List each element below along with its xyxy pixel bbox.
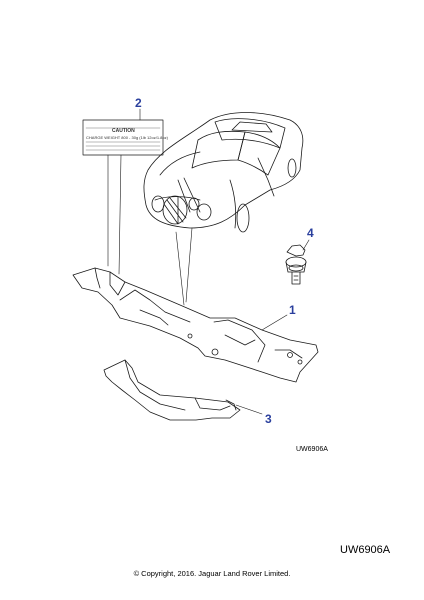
diagram-code-large: UW6906A — [340, 544, 391, 556]
caution-label-part — [82, 119, 164, 156]
fastener-clip-part — [285, 244, 307, 285]
copyright-notice: © Copyright, 2016. Jaguar Land Rover Lim… — [133, 569, 291, 578]
callout-part-4[interactable]: 4 — [307, 226, 314, 240]
diagram-code-small: UW6906A — [296, 446, 328, 453]
main-shield-panel — [72, 267, 319, 383]
vehicle-illustration — [143, 112, 304, 233]
caution-label-charge-weight: CHARGE WEIGHT 800 - 30g (1lb 12oz/1.8oz) — [86, 135, 168, 140]
lower-shield-panel — [103, 359, 241, 421]
caution-label-heading: CAUTION — [112, 128, 135, 134]
callout-part-1[interactable]: 1 — [289, 303, 296, 317]
callout-part-2[interactable]: 2 — [135, 96, 142, 110]
callout-part-3[interactable]: 3 — [265, 412, 272, 426]
